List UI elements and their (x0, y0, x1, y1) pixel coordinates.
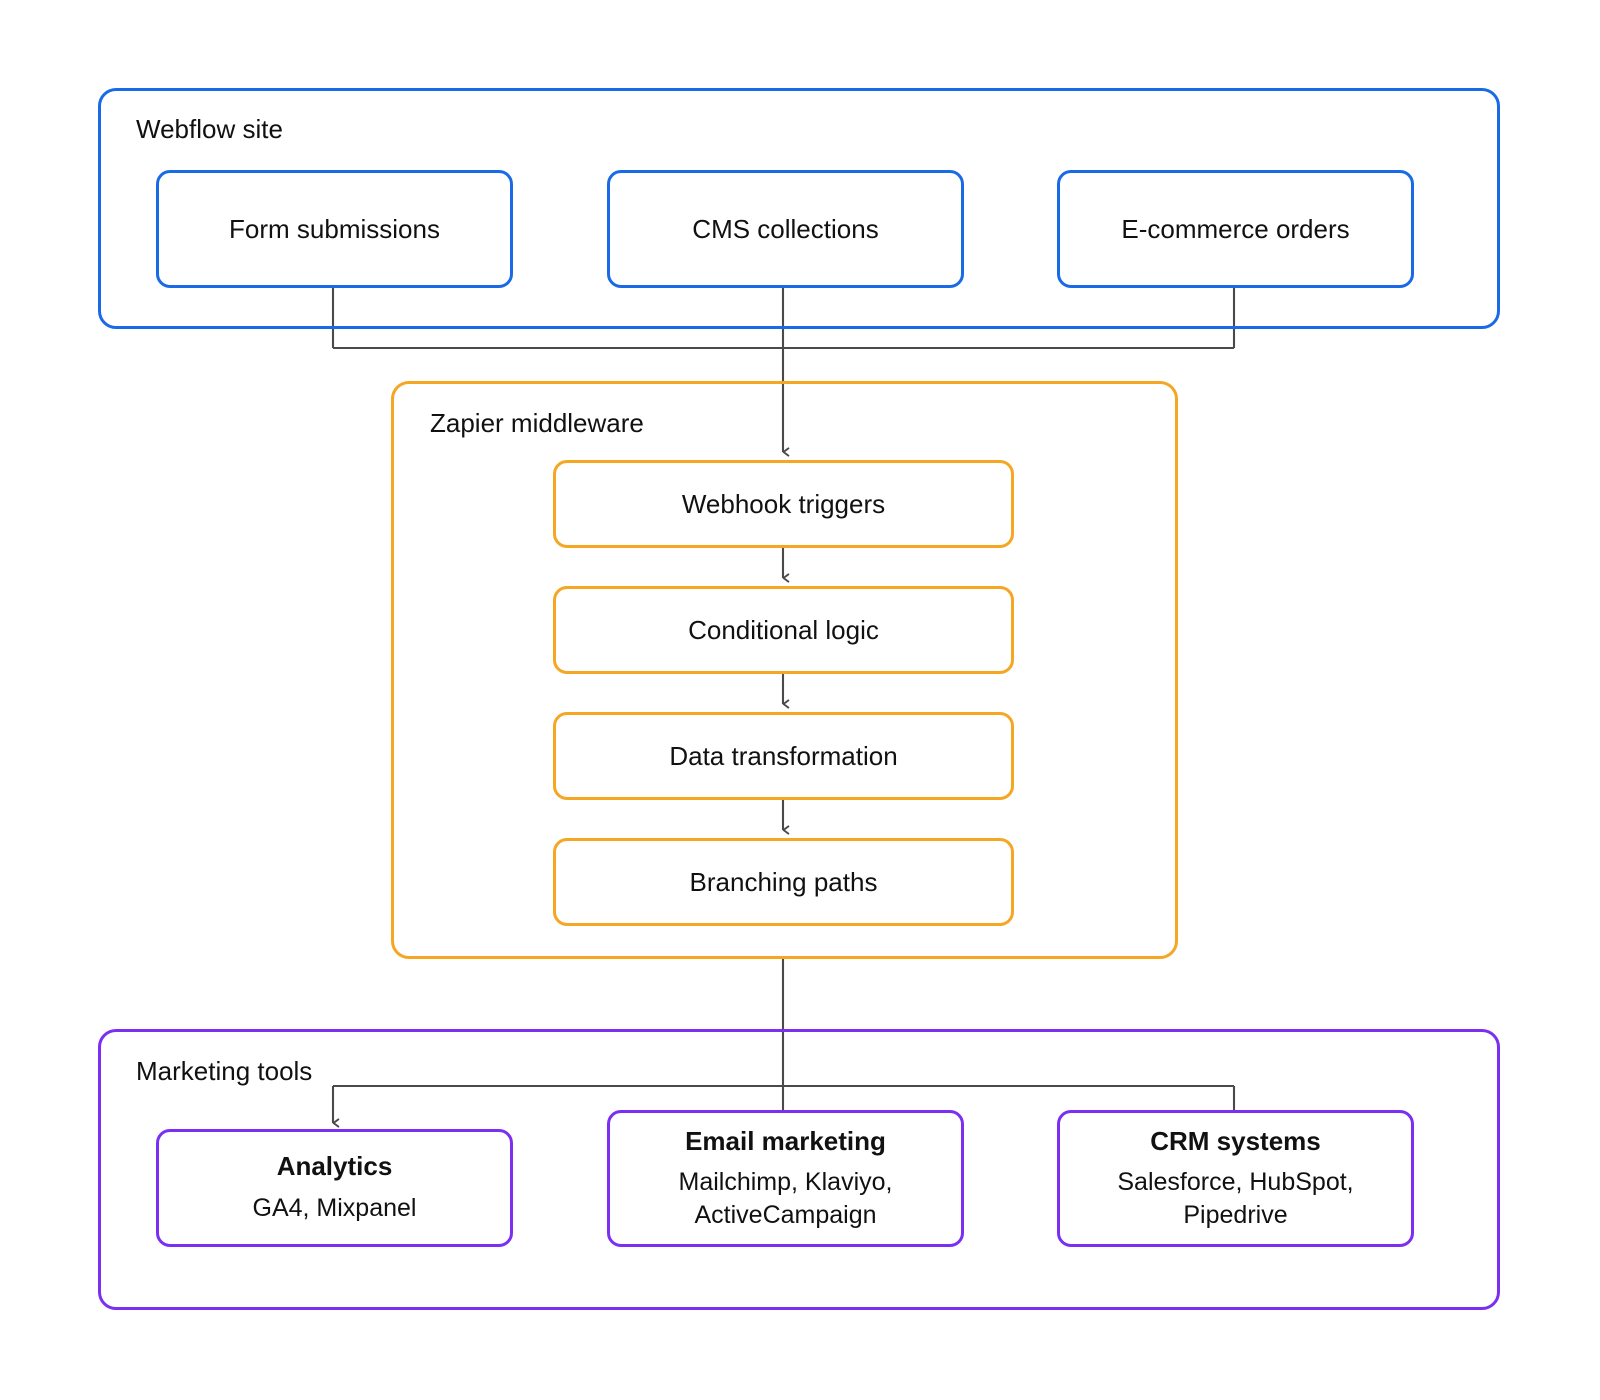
node-title: Data transformation (669, 740, 898, 771)
node-email-marketing[interactable]: Email marketing Mailchimp, Klaviyo, Acti… (607, 1110, 964, 1247)
group-label-zapier-middleware: Zapier middleware (430, 408, 644, 438)
node-branching-paths[interactable]: Branching paths (553, 838, 1014, 926)
node-title: Conditional logic (688, 614, 879, 645)
node-form-submissions[interactable]: Form submissions (156, 170, 513, 288)
node-conditional-logic[interactable]: Conditional logic (553, 586, 1014, 674)
node-subtitle: Mailchimp, Klaviyo, ActiveCampaign (678, 1168, 893, 1229)
node-title: Branching paths (689, 866, 878, 897)
node-cms-collections[interactable]: CMS collections (607, 170, 964, 288)
node-data-transformation[interactable]: Data transformation (553, 712, 1014, 800)
node-title: CMS collections (692, 213, 879, 244)
group-webflow-site (98, 88, 1500, 329)
node-subtitle: Salesforce, HubSpot, Pipedrive (1117, 1168, 1354, 1229)
group-zapier-middleware (391, 381, 1178, 959)
node-title: Webhook triggers (681, 488, 886, 519)
node-subtitle: GA4, Mixpanel (252, 1194, 417, 1223)
group-marketing-tools (98, 1029, 1500, 1310)
node-analytics[interactable]: Analytics GA4, Mixpanel (156, 1129, 513, 1247)
node-title: Email marketing (685, 1125, 886, 1156)
node-title: E-commerce orders (1121, 213, 1350, 244)
node-title: CRM systems (1150, 1125, 1321, 1156)
group-label-marketing-tools: Marketing tools (136, 1056, 313, 1086)
node-title: Analytics (276, 1151, 393, 1182)
node-title: Form submissions (229, 213, 440, 244)
group-label-webflow-site: Webflow site (136, 114, 283, 144)
node-crm-systems[interactable]: CRM systems Salesforce, HubSpot, Pipedri… (1057, 1110, 1414, 1247)
node-webhook-triggers[interactable]: Webhook triggers (553, 460, 1014, 548)
node-ecommerce-orders[interactable]: E-commerce orders (1057, 170, 1414, 288)
